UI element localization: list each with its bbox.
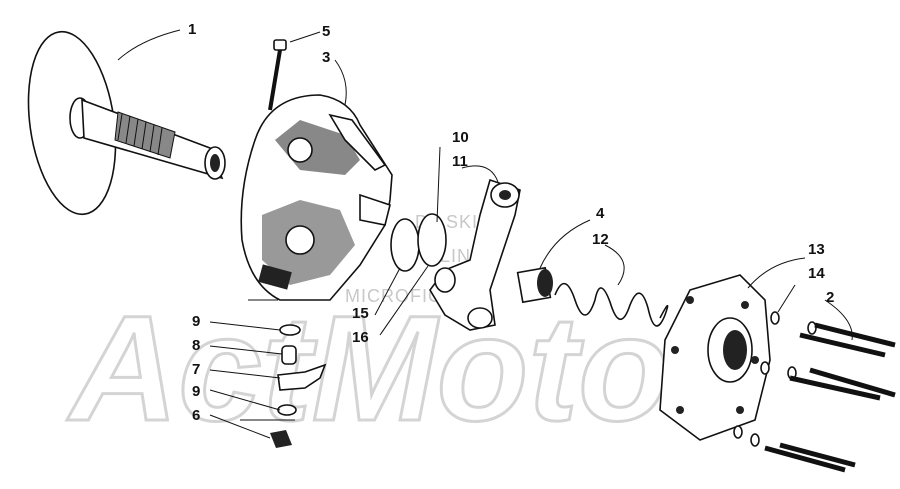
callout-1: 1 <box>188 21 196 38</box>
callout-2: 2 <box>826 289 834 306</box>
callout-5: 5 <box>322 23 330 40</box>
watermark: ActMoto DILSKI'S LINE MICROFICHE <box>65 212 672 454</box>
callout-9-upper: 9 <box>192 313 200 330</box>
part-movable-sheave <box>240 94 393 301</box>
callout-6: 6 <box>192 407 200 424</box>
part-spider-arm <box>429 178 521 331</box>
part-small-stack <box>270 324 327 448</box>
part-bushing <box>516 266 553 304</box>
callout-15: 15 <box>352 305 369 322</box>
part-bolt-vertical <box>268 39 287 111</box>
callout-4: 4 <box>596 205 605 222</box>
callout-14: 14 <box>808 265 825 282</box>
callout-8: 8 <box>192 337 200 354</box>
callout-16: 16 <box>352 329 369 346</box>
callout-labels: 1 2 3 4 5 6 7 8 9 9 10 11 12 13 14 15 16 <box>188 21 834 424</box>
callout-3: 3 <box>322 49 330 66</box>
callout-9-lower: 9 <box>192 383 200 400</box>
callout-13: 13 <box>808 241 825 258</box>
part-cover-plate <box>659 274 771 441</box>
callout-11: 11 <box>452 153 468 170</box>
callout-10: 10 <box>452 129 469 146</box>
part-sheave-disc <box>27 30 226 216</box>
part-spring <box>554 282 669 327</box>
callout-12: 12 <box>592 231 609 248</box>
part-rings-15-16 <box>390 213 447 272</box>
watermark-logo: ActMoto <box>66 284 670 452</box>
part-bolts-washers <box>733 311 896 473</box>
leader-lines <box>117 29 853 439</box>
callout-7: 7 <box>192 361 200 378</box>
